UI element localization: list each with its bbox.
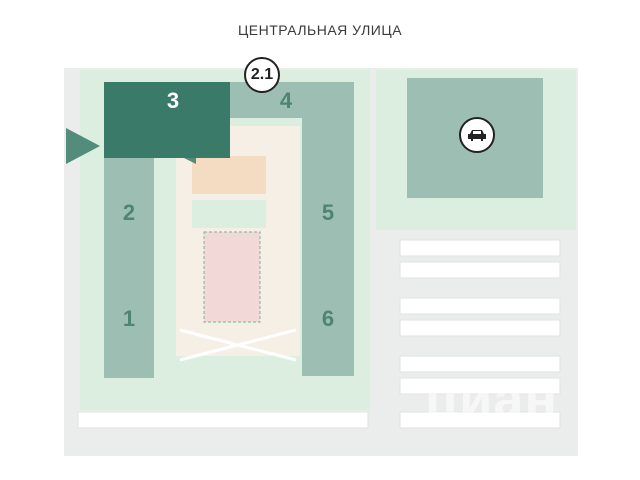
building-2-shape	[104, 158, 154, 262]
entrance-arrow-icon	[66, 128, 100, 164]
building-label-3: 3	[166, 88, 180, 113]
section-badge: 2.1	[244, 57, 280, 93]
building-label-6: 6	[321, 306, 335, 331]
entrance-arrow-icon	[160, 128, 196, 164]
building-1-shape	[104, 262, 154, 378]
building-label-1: 1	[122, 306, 136, 331]
building-label-4: 4	[279, 88, 293, 113]
building-4-wing-shape	[302, 118, 354, 158]
building-6-shape	[302, 262, 354, 376]
watermark: циан	[425, 369, 559, 429]
building-5-shape	[302, 158, 354, 262]
courtyard	[176, 126, 300, 362]
car-icon	[459, 117, 495, 153]
building-label-5: 5	[321, 200, 335, 225]
street-label: ЦЕНТРАЛЬНАЯ УЛИЦА	[237, 22, 403, 38]
parking-lot	[77, 239, 561, 429]
building-label-2: 2	[122, 200, 136, 225]
